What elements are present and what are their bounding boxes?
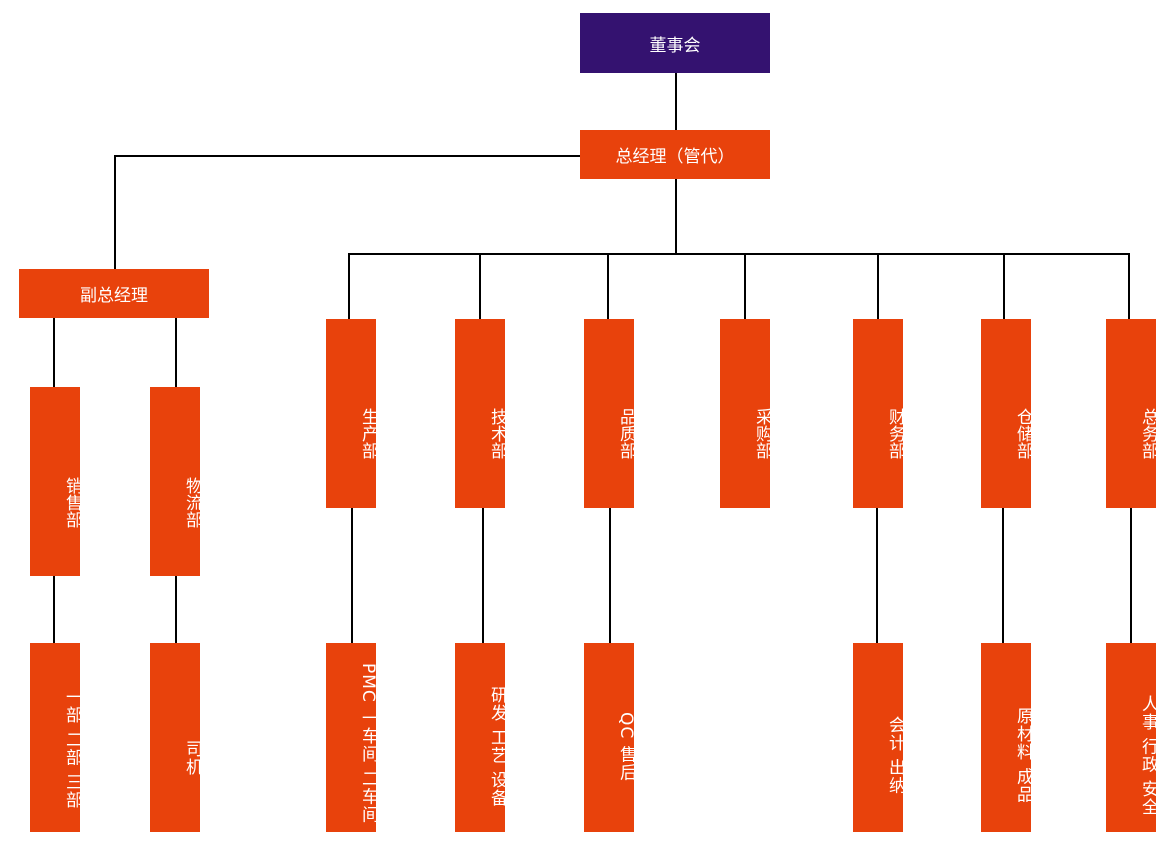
general-affairs-department-node: 总务部 <box>1106 319 1158 508</box>
sales-sub-units: 一部 二部 三部 <box>30 643 82 832</box>
purchasing-department-node: 采购部 <box>720 319 772 508</box>
finance-sub-units: 会计 出纳 <box>853 643 905 832</box>
technology-department-node: 技术部 <box>455 319 507 508</box>
quality-sub-units: QC 售后 <box>584 643 636 832</box>
general-manager-node: 总经理（管代） <box>580 130 770 179</box>
quality-department-node: 品质部 <box>584 319 636 508</box>
sales-department-node: 销售部 <box>30 387 82 576</box>
deputy-general-manager-node: 副总经理 <box>19 269 209 318</box>
general-affairs-sub-units: 人事 行政 安全 <box>1106 643 1158 832</box>
finance-department-node: 财务部 <box>853 319 905 508</box>
warehouse-department-node: 仓储部 <box>981 319 1033 508</box>
production-department-node: 生产部 <box>326 319 378 508</box>
production-sub-units: PMC 一车间 二车间 <box>326 643 378 832</box>
board-node: 董事会 <box>580 13 770 73</box>
logistics-sub-units: 司机 <box>150 643 202 832</box>
warehouse-sub-units: 原材料 成品 <box>981 643 1033 832</box>
logistics-department-node: 物流部 <box>150 387 202 576</box>
technology-sub-units: 研发 工艺 设备 <box>455 643 507 832</box>
